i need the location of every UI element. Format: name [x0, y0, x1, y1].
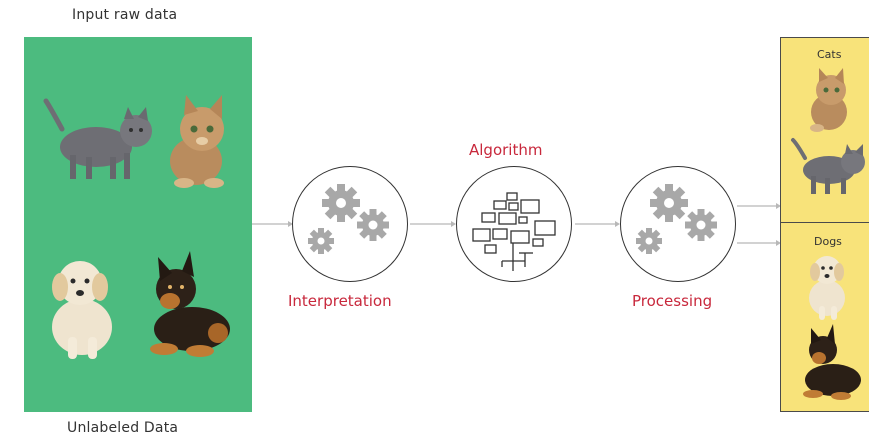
gray-kitten-image [791, 138, 865, 194]
flowchart-icon [472, 192, 556, 271]
orange-kitten-image [170, 95, 224, 188]
white-puppy-image [809, 256, 845, 320]
interpretation-circle [292, 166, 408, 282]
input-animals-illustration [43, 95, 230, 359]
dogs-label: Dogs [814, 235, 842, 248]
shepherd-puppy-image [803, 324, 861, 400]
input-data-panel [24, 37, 252, 412]
gears-icon [308, 184, 389, 254]
processing-circle [620, 166, 736, 282]
unlabeled-data-label: Unlabeled Data [67, 420, 179, 436]
output-animals-illustration [791, 68, 865, 400]
algorithm-label: Algorithm [469, 141, 543, 159]
cats-label: Cats [817, 48, 842, 61]
white-puppy-image [52, 261, 112, 359]
gray-kitten-image [43, 98, 152, 179]
interpretation-label: Interpretation [288, 292, 392, 310]
shepherd-puppy-image [150, 251, 230, 357]
gears-icon [636, 184, 717, 254]
orange-kitten-image [810, 68, 847, 132]
processing-label: Processing [632, 292, 713, 310]
input-raw-data-label: Input raw data [72, 7, 178, 23]
output-divider [780, 222, 869, 223]
output-panel: Cats Dogs [780, 37, 869, 412]
algorithm-circle [456, 166, 572, 282]
